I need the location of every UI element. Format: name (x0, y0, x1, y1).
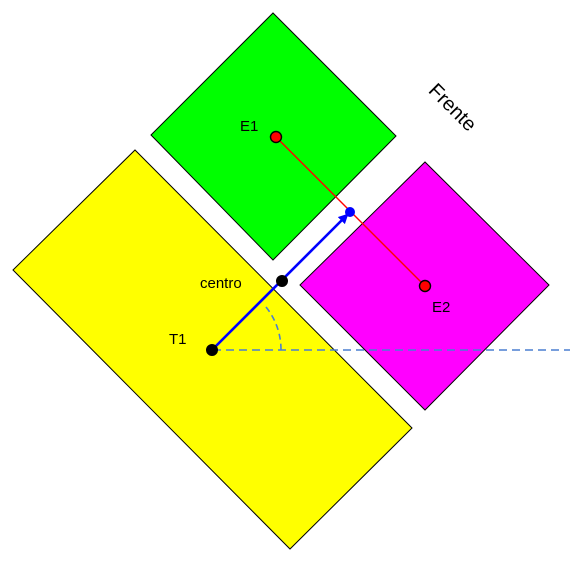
label-center: centro (200, 275, 242, 292)
center-point (276, 275, 288, 287)
e2-point (418, 279, 432, 293)
label-front: Frente (424, 80, 480, 136)
e1-point (269, 130, 283, 144)
label-e2: E2 (432, 299, 450, 316)
angle-arc (265, 306, 282, 351)
label-e1: E1 (240, 118, 258, 135)
t1-point (206, 344, 218, 356)
vector-tip-point (345, 207, 355, 217)
label-t1: T1 (169, 331, 187, 348)
